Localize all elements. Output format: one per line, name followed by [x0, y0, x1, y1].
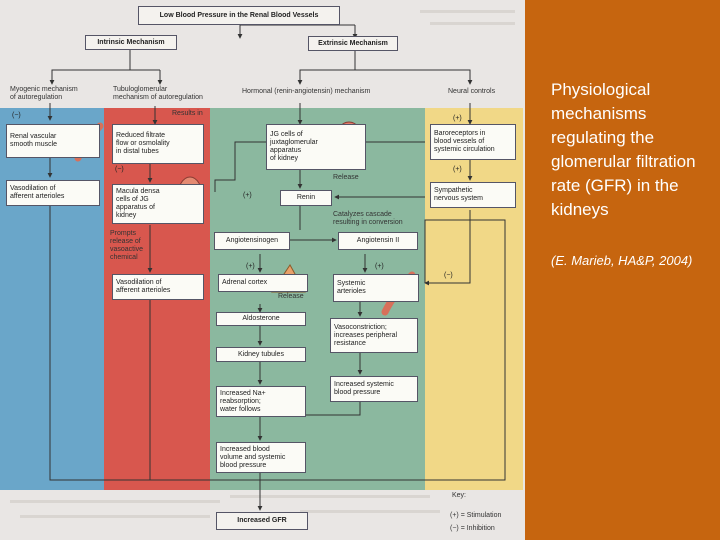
- stimulation-sign: (+): [246, 263, 255, 270]
- caption-source: (E. Marieb, HA&P, 2004): [551, 253, 693, 268]
- stimulation-sign: (+): [453, 166, 462, 173]
- increased-gfr-box: Increased GFR: [216, 512, 308, 530]
- inhibition-sign: (−): [115, 166, 124, 173]
- background-texture: [20, 515, 210, 518]
- stimulation-sign: (+): [453, 115, 462, 122]
- extrinsic-mechanism-box: Extrinsic Mechanism: [308, 36, 398, 51]
- vasodilation-afferent-box: Vasodilation of afferent arterioles: [6, 180, 100, 206]
- stimulation-sign: (+): [375, 263, 384, 270]
- reduced-filtrate-box: Reduced filtrate flow or osmolality in d…: [112, 124, 204, 164]
- results-in-label: Results in: [172, 110, 203, 117]
- renin-box: Renin: [280, 190, 332, 206]
- vasodilation-afferent-box-2: Vasodilation of afferent arterioles: [112, 274, 204, 300]
- background-texture: [230, 495, 430, 498]
- stimulation-sign: (+): [243, 192, 252, 199]
- background-texture: [430, 22, 515, 25]
- background-texture: [10, 500, 220, 503]
- intrinsic-mechanism-box: Intrinsic Mechanism: [85, 35, 177, 50]
- low-blood-pressure-box: Low Blood Pressure in the Renal Blood Ve…: [138, 6, 340, 25]
- background-texture: [420, 10, 515, 13]
- tubuloglomerular-label: Tubuloglomerular mechanism of autoregula…: [113, 86, 203, 101]
- baroreceptors-box: Baroreceptors in blood vessels of system…: [430, 124, 516, 160]
- release-label-2: Release: [278, 293, 304, 300]
- neural-label: Neural controls: [448, 88, 496, 95]
- increased-na-box: Increased Na+ reabsorption; water follow…: [216, 386, 306, 417]
- systemic-arterioles-box: Systemic arterioles: [333, 274, 419, 302]
- increased-volume-box: Increased blood volume and systemic bloo…: [216, 442, 306, 473]
- gfr-regulation-diagram: Low Blood Pressure in the Renal Blood Ve…: [0, 0, 525, 540]
- catalyzes-label: Catalyzes cascade resulting in conversio…: [333, 211, 403, 226]
- macula-densa-box: Macula densa cells of JG apparatus of ki…: [112, 184, 204, 224]
- prompts-label: Prompts release of vasoactive chemical: [110, 230, 144, 261]
- angiotensin-ii-box: Angiotensin II: [338, 232, 418, 250]
- angiotensinogen-box: Angiotensinogen: [214, 232, 290, 250]
- kidney-tubules-box: Kidney tubules: [216, 347, 306, 362]
- renal-vascular-box: Renal vascular smooth muscle: [6, 124, 100, 158]
- myogenic-label: Myogenic mechanism of autoregulation: [10, 86, 78, 101]
- neural-column: [425, 108, 523, 490]
- aldosterone-box: Aldosterone: [216, 312, 306, 326]
- key-stimulation: (+) = Stimulation: [450, 512, 502, 519]
- hormonal-label: Hormonal (renin-angiotensin) mechanism: [242, 88, 371, 95]
- background-texture: [300, 510, 440, 513]
- caption-panel: [525, 0, 720, 540]
- adrenal-cortex-box: Adrenal cortex: [218, 274, 308, 292]
- inhibition-sign: (−): [12, 112, 21, 119]
- vasoconstriction-box: Vasoconstriction; increases peripheral r…: [330, 318, 418, 353]
- key-inhibition: (−) = Inhibition: [450, 525, 495, 532]
- jg-cells-box: JG cells of juxtaglomerular apparatus of…: [266, 124, 366, 170]
- sympathetic-box: Sympathetic nervous system: [430, 182, 516, 208]
- myogenic-column: [0, 108, 104, 490]
- caption-title: Physiological mechanisms regulating the …: [551, 80, 696, 219]
- key-title: Key:: [452, 492, 467, 499]
- release-label: Release: [333, 174, 359, 181]
- inhibition-sign: (−): [444, 272, 453, 279]
- increased-bp-box: Increased systemic blood pressure: [330, 376, 418, 402]
